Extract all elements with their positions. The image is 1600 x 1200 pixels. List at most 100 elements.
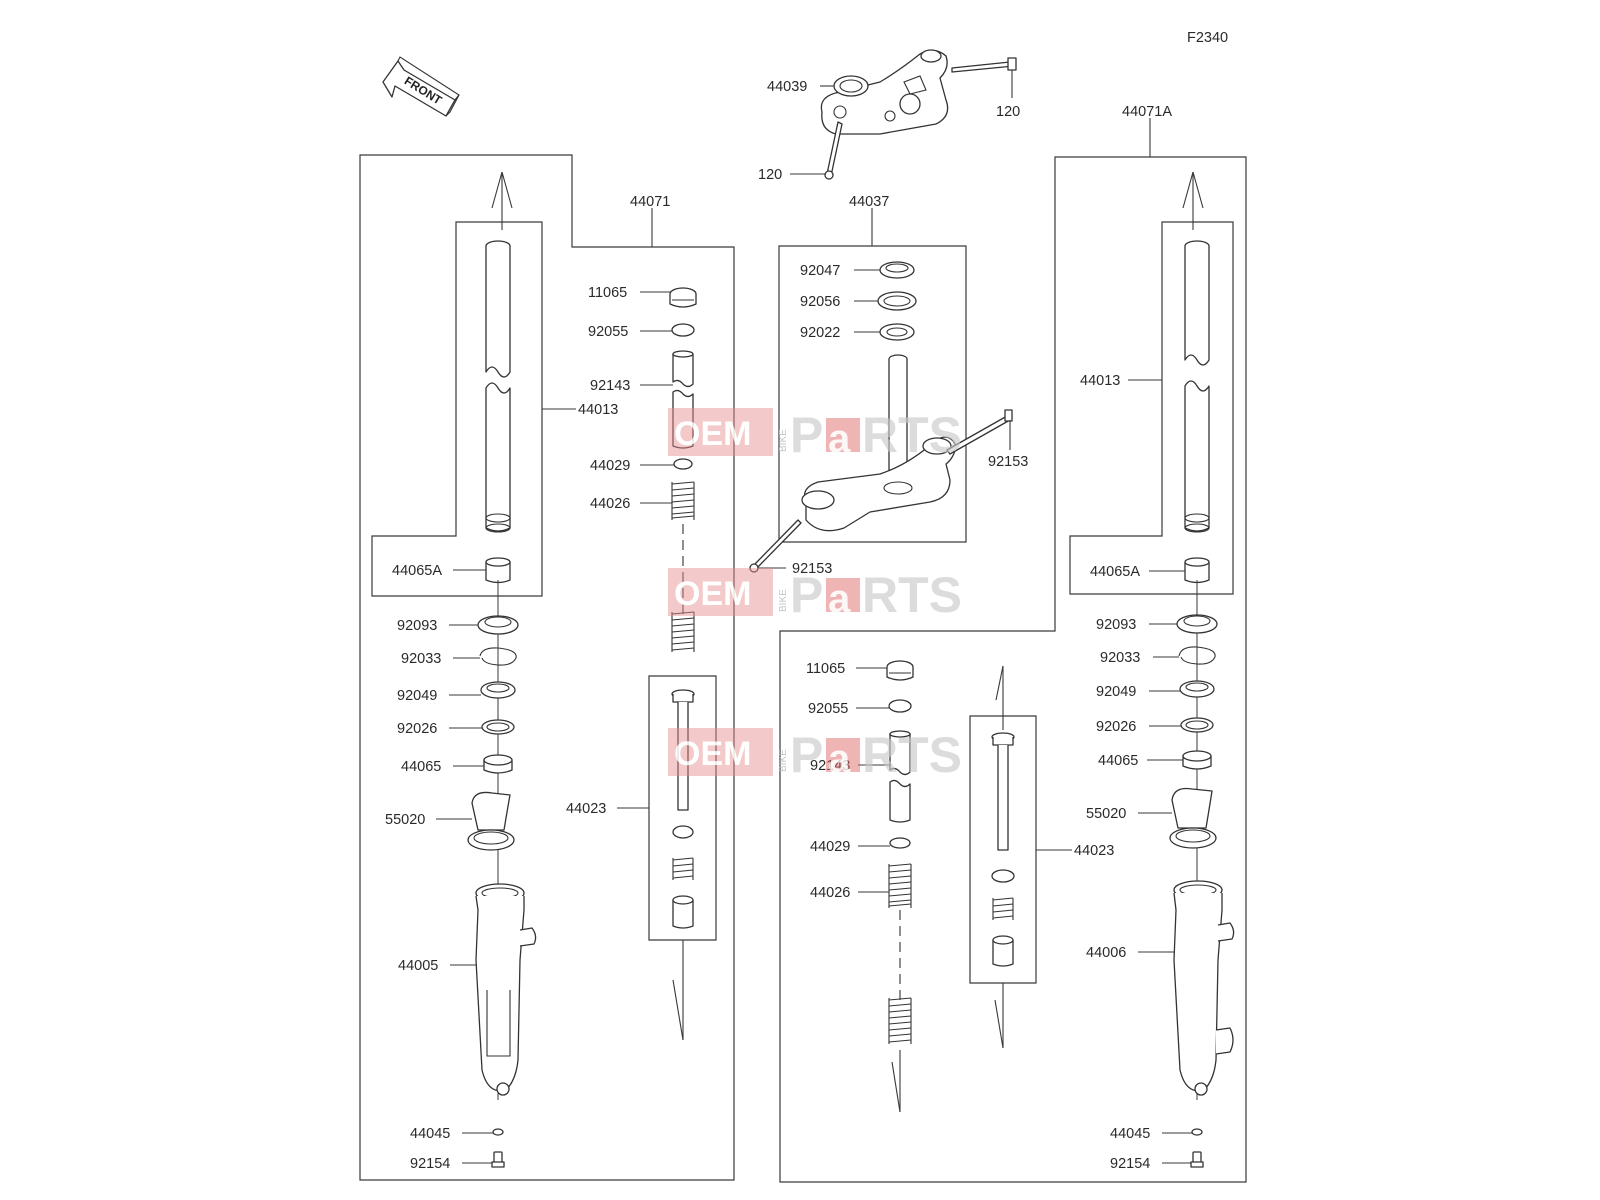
label-r-92055: 92055 [808, 701, 848, 717]
right-44026-spring[interactable] [888, 863, 912, 1113]
svg-text:BIKE: BIKE [778, 429, 789, 452]
label-44039: 44039 [767, 79, 807, 95]
left-44065-bushing[interactable] [483, 754, 513, 774]
label-l-55020: 55020 [385, 812, 425, 828]
left-55020-guard[interactable] [467, 791, 515, 851]
left-44065A-bushing[interactable] [485, 557, 511, 584]
stem-92022-washer[interactable] [879, 323, 915, 341]
right-inner-tube[interactable] [1182, 171, 1210, 533]
label-r-55020: 55020 [1086, 806, 1126, 822]
label-l-11065: 11065 [588, 285, 627, 301]
left-11065-cap[interactable] [669, 287, 697, 308]
svg-text:a: a [828, 417, 851, 461]
damper-box-left [648, 675, 717, 941]
left-92026-washer[interactable] [481, 719, 515, 735]
label-r-92154: 92154 [1110, 1156, 1150, 1172]
svg-text:a: a [828, 577, 851, 621]
watermark: OEM BIKE P a RTS OEM BIKE P a RTS OEM BI… [668, 407, 962, 783]
svg-text:P: P [790, 567, 823, 623]
upper-bolt-left[interactable] [824, 121, 843, 180]
label-r-11065: 11065 [806, 661, 845, 677]
label-l-92093: 92093 [397, 618, 437, 634]
label-r-92093: 92093 [1096, 617, 1136, 633]
right-44065A-bushing[interactable] [1184, 557, 1210, 584]
svg-text:BIKE: BIKE [778, 749, 789, 772]
label-92047: 92047 [800, 263, 840, 279]
left-92049-seal[interactable] [480, 681, 516, 699]
right-92049-seal[interactable] [1179, 680, 1215, 698]
label-44071: 44071 [630, 194, 670, 210]
label-r-44023: 44023 [1074, 843, 1114, 859]
label-l-92026: 92026 [397, 721, 437, 737]
right-92093-seal[interactable] [1176, 614, 1218, 634]
label-r-44006: 44006 [1086, 945, 1126, 961]
left-92154-bolt[interactable] [491, 1151, 505, 1168]
left-92093-seal[interactable] [477, 615, 519, 635]
right-44045-washer[interactable] [1191, 1128, 1203, 1136]
label-92056: 92056 [800, 294, 840, 310]
part-labels: 44039 120 120 44071 44037 44071A 92047 9… [385, 79, 1172, 1172]
label-l-92154: 92154 [410, 1156, 450, 1172]
svg-text:RTS: RTS [862, 407, 962, 463]
label-44071A: 44071A [1122, 104, 1172, 120]
svg-text:OEM: OEM [674, 735, 751, 773]
damper-box-right [969, 715, 1037, 984]
label-92153-left: 92153 [792, 561, 832, 577]
label-l-44005: 44005 [398, 958, 438, 974]
label-l-92033: 92033 [401, 651, 441, 667]
label-l-44065: 44065 [401, 759, 441, 775]
watermark-3: OEM BIKE P a RTS [668, 727, 962, 783]
right-92154-bolt[interactable] [1190, 1151, 1204, 1168]
right-44065-bushing[interactable] [1182, 750, 1212, 770]
label-l-92049: 92049 [397, 688, 437, 704]
svg-text:OEM: OEM [674, 415, 751, 453]
right-92033-clip[interactable] [1178, 646, 1216, 665]
label-120-upper: 120 [996, 104, 1020, 120]
label-120-lower: 120 [758, 167, 782, 183]
right-92026-washer[interactable] [1180, 717, 1214, 733]
label-r-44065A: 44065A [1090, 564, 1140, 580]
label-l-92143: 92143 [590, 378, 630, 394]
label-r-92049: 92049 [1096, 684, 1136, 700]
right-92143-collar[interactable] [889, 730, 911, 823]
right-11065-cap[interactable] [886, 660, 914, 681]
stem-92056-bearing[interactable] [877, 291, 917, 311]
left-44023-damper[interactable] [671, 689, 695, 1041]
front-arrow-icon: FRONT [382, 56, 460, 117]
left-44026-spring[interactable] [671, 481, 695, 652]
svg-text:a: a [828, 737, 851, 781]
steering-stem[interactable] [801, 354, 957, 532]
svg-text:RTS: RTS [862, 727, 962, 783]
label-r-44065: 44065 [1098, 753, 1138, 769]
stem-92047-seal[interactable] [879, 261, 915, 279]
stem-box [778, 245, 967, 543]
left-inner-tube[interactable] [485, 171, 513, 533]
upper-triple-clamp[interactable] [820, 49, 949, 135]
diagram-code: F2340 [1187, 30, 1228, 46]
right-fork-box [779, 156, 1247, 1183]
label-r-44026: 44026 [810, 885, 850, 901]
label-r-92033: 92033 [1100, 650, 1140, 666]
right-55020-guard[interactable] [1169, 787, 1217, 849]
upper-bolt-right[interactable] [951, 57, 1017, 73]
left-44029-washer[interactable] [673, 458, 693, 470]
left-92033-clip[interactable] [479, 647, 517, 666]
right-92055-oring[interactable] [888, 699, 912, 713]
left-92143-collar[interactable] [672, 350, 694, 449]
label-l-44026: 44026 [590, 496, 630, 512]
stem-bolt-left[interactable] [749, 519, 802, 573]
left-44045-washer[interactable] [492, 1128, 504, 1136]
label-l-44065A: 44065A [392, 563, 442, 579]
left-44005-outer-tube[interactable] [475, 883, 537, 1096]
left-92055-oring[interactable] [671, 323, 695, 337]
right-44029-washer[interactable] [889, 837, 911, 849]
label-r-44045: 44045 [1110, 1126, 1150, 1142]
right-44006-outer-tube[interactable] [1173, 880, 1235, 1096]
label-l-44029: 44029 [590, 458, 630, 474]
label-r-44013: 44013 [1080, 373, 1120, 389]
svg-text:OEM: OEM [674, 575, 751, 613]
right-44023-damper[interactable] [991, 665, 1015, 1049]
label-l-44023: 44023 [566, 801, 606, 817]
svg-text:RTS: RTS [862, 567, 962, 623]
